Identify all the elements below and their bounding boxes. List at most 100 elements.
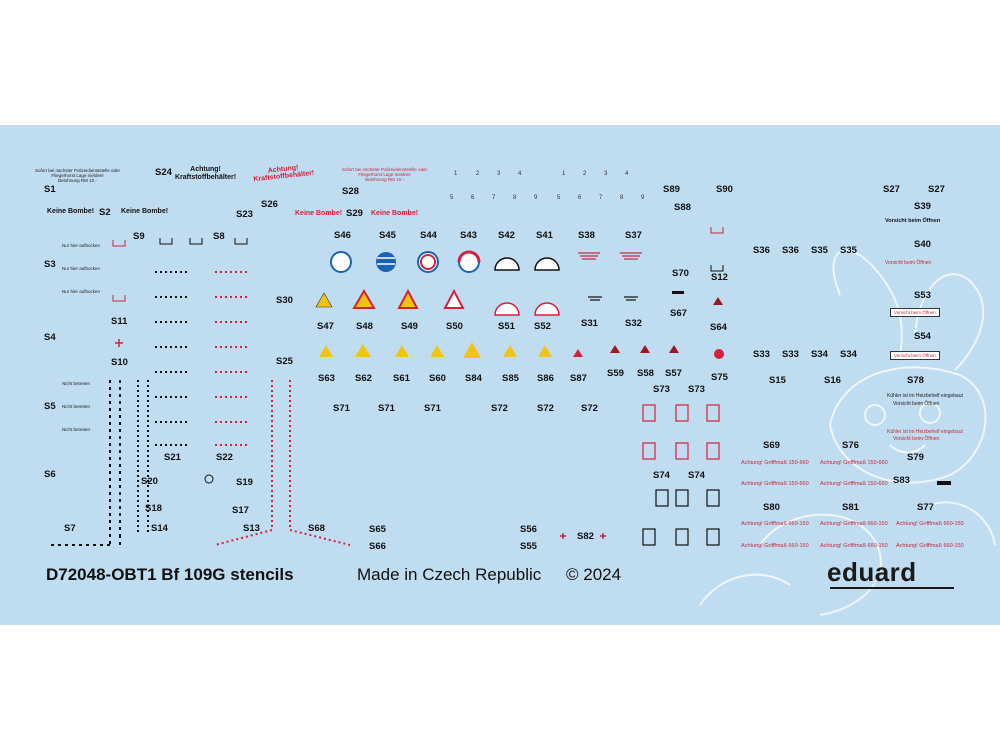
- label-s73-b: S73: [688, 384, 705, 395]
- label-s36-a: S36: [753, 245, 770, 256]
- label-s29: S29: [346, 208, 363, 219]
- sheet-title: D72048-OBT1 Bf 109G stencils: [46, 565, 294, 584]
- label-s23: S23: [236, 209, 253, 220]
- label-s27-b: S27: [928, 184, 945, 195]
- label-s49: S49: [401, 321, 418, 332]
- label-s17: S17: [232, 505, 249, 516]
- achtung-griff-1c: Achtung! Grifffmaß 150-660: [741, 481, 809, 487]
- label-s15: S15: [769, 375, 786, 386]
- label-s60: S60: [429, 373, 446, 384]
- label-s34-b: S34: [840, 349, 857, 360]
- label-s73-a: S73: [653, 384, 670, 395]
- label-s81: S81: [842, 502, 859, 513]
- aufbocken-3: Nur hier aufbocken: [62, 289, 101, 294]
- label-s53: S53: [914, 290, 931, 301]
- label-s13: S13: [243, 523, 260, 534]
- label-s33-b: S33: [782, 349, 799, 360]
- label-s62: S62: [355, 373, 372, 384]
- label-s57: S57: [665, 368, 682, 379]
- label-s63: S63: [318, 373, 335, 384]
- vorsicht-box-2: Vorsicht beim Öffnen: [890, 351, 940, 360]
- label-s6: S6: [44, 469, 56, 480]
- warning-triangle-icons: [315, 288, 724, 359]
- label-s42: S42: [498, 230, 515, 241]
- achtung-griff-2c: Achtung! Grifffmaß 660-150: [896, 521, 964, 527]
- kuehler-black: Kühler ist im Heizbehelf eingebaut: [887, 393, 963, 399]
- label-s75: S75: [711, 372, 728, 383]
- label-s54: S54: [914, 331, 931, 342]
- nicht-betreten-3: Nicht betreten: [62, 427, 91, 432]
- label-s90: S90: [716, 184, 733, 195]
- decal-sheet: S1 S2 S3 S4 S5 S6 S7 S8 S9 S10 S11 S14 S…: [0, 125, 1000, 625]
- label-s5: S5: [44, 401, 56, 412]
- label-s39: S39: [914, 201, 931, 212]
- label-s32: S32: [625, 318, 642, 329]
- sofort-text-s1: Sofort bei nächster Polizeidienststelle …: [35, 168, 121, 184]
- label-s50: S50: [446, 321, 463, 332]
- label-s72-c: S72: [581, 403, 598, 414]
- keine-bombe-black-1: Keine Bombe!: [47, 208, 95, 215]
- label-s31: S31: [581, 318, 598, 329]
- label-s25: S25: [276, 356, 293, 367]
- label-s14: S14: [151, 523, 168, 534]
- keine-bombe-black-2: Keine Bombe!: [121, 208, 169, 215]
- aufbocken-1: Nur hier aufbocken: [62, 243, 101, 248]
- label-s26: S26: [261, 199, 278, 210]
- label-s4: S4: [44, 332, 56, 343]
- achtung-griff-2e: Achtung! Grifffmaß 660-150: [820, 543, 888, 549]
- label-s87: S87: [570, 373, 587, 384]
- label-s84: S84: [465, 373, 482, 384]
- label-s61: S61: [393, 373, 410, 384]
- label-s35-b: S35: [840, 245, 857, 256]
- keine-bombe-red-1: Keine Bombe!: [295, 210, 343, 217]
- label-s45: S45: [379, 230, 396, 241]
- label-s19: S19: [236, 477, 253, 488]
- label-s30: S30: [276, 295, 293, 306]
- label-s76: S76: [842, 440, 859, 451]
- label-s69: S69: [763, 440, 780, 451]
- label-s71-b: S71: [378, 403, 395, 414]
- achtung-griff-1d: Achtung! Grifffmaß 150-660: [820, 481, 888, 487]
- vorsicht-black: Vorsicht beim Öffnen: [885, 218, 941, 224]
- label-s40: S40: [914, 239, 931, 250]
- label-s59: S59: [607, 368, 624, 379]
- copyright-text: © 2024: [566, 565, 622, 584]
- achtung-black: Achtung!Kraftstoffbehälter!: [175, 166, 237, 181]
- achtung-griff-2b: Achtung! Grifffmaß 660-150: [820, 521, 888, 527]
- kuehler-red: Kühler ist im Heizbehelf eingebaut: [887, 429, 963, 435]
- aufbocken-2: Nur hier aufbocken: [62, 266, 101, 271]
- label-s27-a: S27: [883, 184, 900, 195]
- vorsicht-box-1: Vorsicht beim Öffnen: [890, 308, 940, 317]
- label-s79: S79: [907, 452, 924, 463]
- label-s9: S9: [133, 231, 145, 242]
- label-s52: S52: [534, 321, 551, 332]
- label-s77: S77: [917, 502, 934, 513]
- made-in-text: Made in Czech Republic: [357, 565, 542, 584]
- vorsicht-red-1: Vorsicht beim Öffnen: [885, 260, 932, 266]
- label-s7: S7: [64, 523, 76, 534]
- label-s2: S2: [99, 207, 111, 218]
- label-s85: S85: [502, 373, 519, 384]
- label-s21: S21: [164, 452, 181, 463]
- label-s22: S22: [216, 452, 233, 463]
- label-s1: S1: [44, 184, 56, 195]
- label-s51: S51: [498, 321, 515, 332]
- label-s74-a: S74: [653, 470, 670, 481]
- label-s71-c: S71: [424, 403, 441, 414]
- label-s67: S67: [670, 308, 687, 319]
- label-s89: S89: [663, 184, 680, 195]
- eduard-logo: eduard: [827, 557, 917, 587]
- label-s71-a: S71: [333, 403, 350, 414]
- logo-underline: [830, 587, 954, 589]
- label-s80: S80: [763, 502, 780, 513]
- label-s55: S55: [520, 541, 537, 552]
- ladder-dashes: [50, 380, 121, 546]
- keine-bombe-red-2: Keine Bombe!: [371, 210, 419, 217]
- label-s78: S78: [907, 375, 924, 386]
- label-s65: S65: [369, 524, 386, 535]
- label-s37: S37: [625, 230, 642, 241]
- label-s83: S83: [893, 475, 910, 486]
- label-s20: S20: [141, 476, 158, 487]
- label-s58: S58: [637, 368, 654, 379]
- label-s11: S11: [111, 316, 128, 327]
